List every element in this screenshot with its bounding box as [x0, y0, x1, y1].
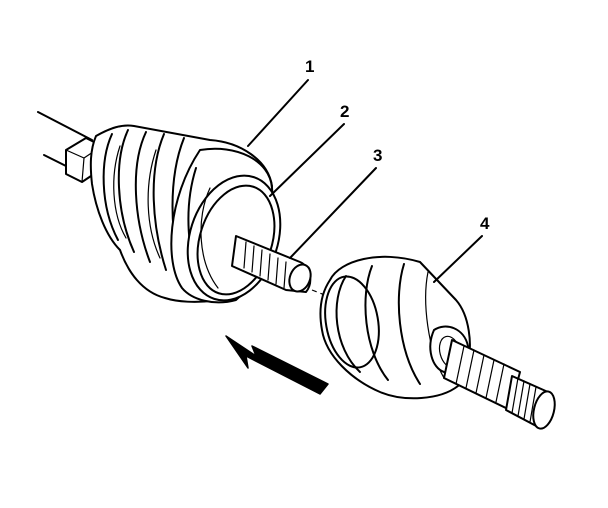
leader-lines [247, 79, 483, 283]
callout-4: 4 [480, 214, 490, 233]
stub-shaft [443, 339, 556, 430]
callout-2: 2 [340, 102, 349, 121]
arrow-left-up-icon [225, 335, 329, 395]
splined-shaft [231, 235, 331, 298]
callout-1: 1 [305, 57, 314, 76]
callout-3: 3 [373, 146, 382, 165]
cv-joint-housing [319, 255, 471, 400]
